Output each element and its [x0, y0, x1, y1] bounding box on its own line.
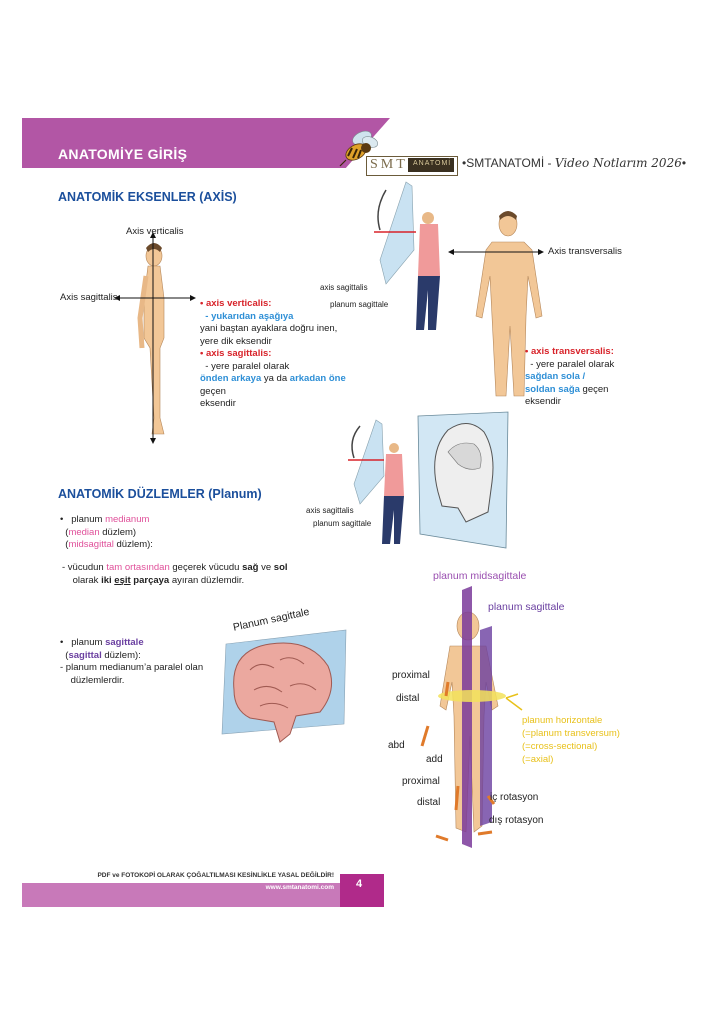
sag-word: sagittale [105, 637, 144, 648]
midsag-word: midsagittal [68, 539, 114, 550]
sag-prefix: planum [71, 637, 106, 648]
median-desc-sol: sol [273, 562, 288, 573]
median-desc-a: geçerek vücudu [169, 562, 243, 573]
median-word: medianum [105, 514, 150, 525]
label-add: add [426, 754, 443, 765]
trans-title: • axis transversalis: [525, 346, 614, 357]
median-plane-text: • planum medianum (median düzlem) (midsa… [60, 514, 260, 552]
archer-figure-top [374, 181, 440, 330]
sag-desc-1: - planum medianum’a paralel olan [60, 662, 204, 673]
label-axis-sagittalis: Axis sagittalis [60, 292, 118, 303]
label-distal-bottom: distal [417, 797, 441, 808]
median-desc2-esit: eşit [114, 574, 131, 586]
sag2-tail: düzlem): [101, 649, 141, 661]
label-ic-rotasyon: iç rotasyon [490, 792, 539, 803]
sagittal-title: • axis sagittalis: [200, 348, 272, 359]
median-desc2-a: olarak [72, 574, 102, 586]
side-figure-illustration [137, 243, 165, 435]
footer-page-block [340, 874, 384, 907]
horizontal-plane-labels: planum horizontale (=planum transversum)… [522, 714, 620, 766]
bee-logo-icon [339, 130, 379, 167]
label-proximal-bottom: proximal [402, 776, 440, 787]
page-number: 4 [356, 878, 363, 890]
sagittal-back: arkadan öne [289, 373, 346, 384]
median-desc-dash: - vücudun [62, 562, 107, 573]
median-plane-description: - vücudun tam ortasından geçerek vücudu … [62, 562, 322, 587]
median-desc2-iki: iki [101, 574, 112, 586]
sag2-open: ( [65, 649, 69, 661]
vertical-desc-1: yani baştan ayaklara doğru inen, [200, 323, 338, 334]
label-abd: abd [388, 740, 405, 751]
median-desc-mid: tam ortasından [106, 562, 170, 573]
fig-sagittale: planum sagittale [488, 601, 565, 613]
fig-planum-sagittale-bottom: planum sagittale [313, 519, 372, 528]
sagittal-tail: geçen [200, 385, 226, 397]
vertical-title: • axis verticalis: [200, 298, 272, 309]
label-axis-verticalis: Axis verticalis [126, 226, 184, 237]
fig-axis-sagittalis-top: axis sagittalis [320, 283, 368, 292]
trans-dir-2: soldan sağa [525, 383, 580, 395]
median2-open: ( [65, 526, 69, 538]
logo-anatomi: ANATOMİ [413, 160, 452, 167]
trans-dir-1: sağdan sola / [525, 371, 586, 382]
footer-url: www.smtanatomi.com [265, 884, 334, 891]
sagittal-plane-text: • planum sagittale (sagittal düzlem): - … [60, 637, 220, 687]
label-axis-transversalis: Axis transversalis [548, 246, 622, 257]
median-bullet: • [60, 514, 66, 525]
median2-word: median [68, 526, 100, 538]
axes-description: • axis verticalis: - yukarıdan aşağıya y… [200, 298, 370, 411]
trans-tail: geçen [579, 383, 609, 395]
label-dis-rotasyon: dış rotasyon [489, 815, 544, 826]
median-prefix: planum [71, 514, 106, 525]
body-planes-illustration [420, 586, 523, 848]
planes-title: ANATOMİK DÜZLEMLER (Planum) [58, 487, 262, 501]
section-title: ANATOMİYE GİRİŞ [58, 146, 188, 162]
head-section-illustration [417, 411, 509, 549]
fig-axis-sagittalis-bottom: axis sagittalis [306, 506, 354, 515]
median-desc2-b: ayıran düzlemdir. [169, 574, 245, 586]
fig-planum-sagittale-top: planum sagittale [330, 300, 389, 309]
brand-tagline: •SMTANATOMİ - Video Notlarım 2026• [462, 156, 686, 170]
median2-tail: düzlem) [99, 526, 137, 538]
median-desc-sag: sağ [242, 562, 259, 573]
brain-illustration [221, 629, 347, 743]
logo-smt: SMT [370, 157, 408, 172]
brand-script: Video Notlarım 2026 [554, 156, 682, 170]
section-banner [22, 118, 390, 168]
footer-bar [22, 883, 340, 907]
brand-suffix: • [681, 156, 687, 170]
sag2-word: sagittal [68, 649, 102, 661]
sag-bullet: • [60, 637, 66, 648]
vertical-direction: - yukarıdan aşağıya [205, 310, 294, 322]
transversal-description: • axis transversalis: - yere paralel ola… [525, 346, 645, 409]
label-transversum: (=planum transversum) [522, 728, 620, 739]
footer-notice: PDF ve FOTOKOPİ OLARAK ÇOĞALTILMASI KESİ… [97, 872, 334, 879]
sagittal-front: önden arkaya [200, 373, 262, 384]
logo-dark-strip [408, 158, 454, 172]
front-figure-illustration [475, 211, 543, 397]
trans-desc-1: - yere paralel olarak [530, 358, 615, 370]
axes-title: ANATOMİK EKSENLER (AXİS) [58, 190, 237, 204]
brand-prefix: •SMTANATOMİ - [462, 156, 555, 170]
label-cross: (=cross-sectional) [522, 741, 598, 752]
sag-desc-2: düzlemlerdir. [70, 674, 125, 686]
trans-end: eksendir [525, 396, 561, 407]
archer-figure-bottom [348, 419, 404, 544]
label-axial: (=axial) [522, 754, 554, 765]
sagittal-end: eksendir [200, 398, 236, 409]
midsag-open: ( [65, 539, 69, 550]
median-desc2-parca: parçaya [133, 574, 170, 586]
median-desc-ve: ve [258, 562, 274, 573]
label-distal-top: distal [396, 693, 420, 704]
vertical-desc-2: yere dik eksendir [200, 335, 272, 347]
sagittal-mid: ya da [261, 373, 290, 384]
midsag-tail: düzlem): [113, 539, 153, 550]
fig-midsagittale: planum midsagittale [433, 570, 527, 582]
label-horizontale: planum horizontale [522, 715, 603, 726]
label-proximal-top: proximal [392, 670, 430, 681]
sagittal-desc-1: - yere paralel olarak [205, 360, 290, 372]
